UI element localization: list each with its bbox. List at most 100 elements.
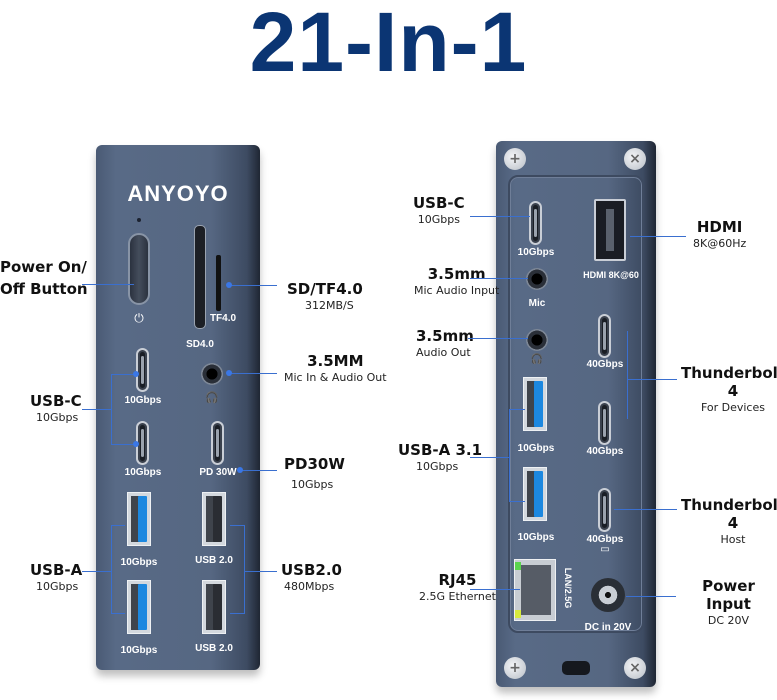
usb-c-port-2[interactable]: [136, 421, 149, 465]
screw-icon: +: [504, 148, 526, 170]
usb2-2-label: USB 2.0: [195, 643, 233, 654]
callout-sd-tf: SD/TF4.0 312MB/S: [287, 280, 363, 312]
screw-icon: ×: [624, 657, 646, 679]
callout-hdmi: HDMI 8K@60Hz: [693, 218, 747, 250]
page-title: 21-In-1: [249, 0, 528, 89]
usb-a-back-port-2[interactable]: [523, 467, 547, 521]
usb-a-2-label: 10Gbps: [120, 645, 158, 656]
callout-thunderbolt-host: Thunderbolt 4 Host: [681, 496, 777, 546]
pd-label: PD 30W: [199, 467, 237, 478]
callout-audio-front: 3.5MM Mic In & Audio Out: [284, 352, 387, 384]
headset-icon: 🎧: [205, 391, 219, 404]
leader-line: [82, 409, 112, 410]
headphone-icon: 🎧: [530, 354, 544, 365]
leader-line: [614, 509, 677, 510]
callout-pd30w: PD30W 10Gbps: [284, 455, 345, 491]
leader-dot: [133, 371, 139, 377]
callout-usb2: USB2.0 480Mbps: [281, 561, 342, 593]
leader-dot: [133, 441, 139, 447]
usb-c-port-1[interactable]: [136, 348, 149, 392]
leader-line: [244, 571, 277, 572]
leader-line: [509, 501, 525, 502]
usb-c-back-label: 10Gbps: [517, 247, 555, 258]
thunderbolt-port-1[interactable]: [598, 314, 611, 358]
callout-usb-c-back: USB-C 10Gbps: [413, 194, 465, 226]
callout-mic: 3.5mm Mic Audio Input: [414, 265, 500, 297]
callout-audio-out: 3.5mm Audio Out: [416, 327, 474, 359]
thunderbolt-port-2[interactable]: [598, 401, 611, 445]
leader-dot: [237, 467, 243, 473]
dc-label: DC in 20V: [584, 622, 632, 633]
leader-dot: [226, 282, 232, 288]
usb-a-port-1[interactable]: [127, 492, 151, 546]
usb2-port-1[interactable]: [202, 492, 226, 546]
leader-line: [470, 589, 520, 590]
usb-a-back-port-1[interactable]: [523, 377, 547, 431]
leader-line: [230, 613, 244, 614]
callout-power-input: Power Input DC 20V: [702, 577, 755, 627]
usb-a-back-2-label: 10Gbps: [517, 532, 555, 543]
usb2-1-label: USB 2.0: [195, 555, 233, 566]
leader-line: [630, 236, 686, 237]
leader-line: [470, 457, 510, 458]
leader-line: [627, 331, 628, 419]
leader-line: [111, 374, 136, 375]
mic-label: Mic: [528, 298, 546, 309]
leader-line: [627, 379, 677, 380]
leader-line: [82, 284, 134, 285]
leader-line: [470, 278, 528, 279]
leader-line: [229, 285, 277, 286]
hdmi-port[interactable]: [594, 199, 626, 261]
audio-jack[interactable]: [201, 363, 223, 385]
rj45-port[interactable]: [514, 559, 556, 621]
usb2-port-2[interactable]: [202, 580, 226, 634]
tf-card-slot[interactable]: [216, 255, 221, 311]
tb-2-label: 40Gbps: [586, 446, 624, 457]
sd-label: SD4.0: [186, 339, 214, 350]
callout-usb-c-front: USB-C 10Gbps: [30, 392, 82, 424]
usb-a-port-2[interactable]: [127, 580, 151, 634]
sd-card-slot[interactable]: [194, 225, 206, 329]
usb-c-1-label: 10Gbps: [124, 395, 162, 406]
brand-logo: ANYOYO: [127, 181, 229, 206]
security-lock-slot: [562, 661, 590, 675]
screw-icon: ×: [624, 148, 646, 170]
dock-front-panel: ANYOYO ⏻ TF4.0 SD4.0 10Gbps 🎧 10Gbps PD …: [96, 145, 260, 670]
leader-line: [229, 373, 277, 374]
leader-line: [111, 444, 136, 445]
tf-label: TF4.0: [209, 313, 237, 324]
power-button[interactable]: [128, 233, 150, 305]
thunderbolt-host-port[interactable]: [598, 488, 611, 532]
usb-c-2-label: 10Gbps: [124, 467, 162, 478]
dc-power-jack[interactable]: [591, 578, 625, 612]
leader-dot: [226, 370, 232, 376]
leader-line: [244, 525, 245, 614]
callout-thunderbolt-devices: Thunderbolt 4 For Devices: [681, 364, 777, 414]
power-icon: ⏻: [134, 311, 144, 325]
status-led: [137, 218, 141, 222]
usb-a-1-label: 10Gbps: [120, 557, 158, 568]
hdmi-label: HDMI 8K@60: [583, 270, 639, 280]
leader-line: [111, 613, 125, 614]
usb-c-port-back[interactable]: [529, 201, 542, 245]
callout-usb-a-front: USB-A 10Gbps: [30, 561, 83, 593]
leader-line: [509, 409, 525, 410]
screw-icon: +: [504, 657, 526, 679]
leader-line: [240, 470, 277, 471]
callout-power-button: Power On/ Off Button: [0, 258, 88, 298]
dock-back-panel: + × + × 10Gbps HDMI 8K@60 Mic 🎧 40Gbps 1…: [496, 141, 656, 687]
lan-label: LAN/2.5G: [563, 567, 573, 609]
callout-rj45: RJ45 2.5G Ethernet: [419, 571, 496, 603]
port-recess: [508, 175, 644, 633]
leader-line: [470, 216, 530, 217]
usb-a-back-1-label: 10Gbps: [517, 443, 555, 454]
leader-line: [509, 409, 510, 502]
leader-line: [111, 525, 112, 614]
mic-jack[interactable]: [526, 268, 548, 290]
leader-line: [230, 525, 244, 526]
leader-line: [626, 596, 676, 597]
leader-line: [468, 338, 528, 339]
audio-out-jack[interactable]: [526, 329, 548, 351]
monitor-icon: ▭: [600, 544, 610, 555]
usb-c-pd-port[interactable]: [211, 421, 224, 465]
